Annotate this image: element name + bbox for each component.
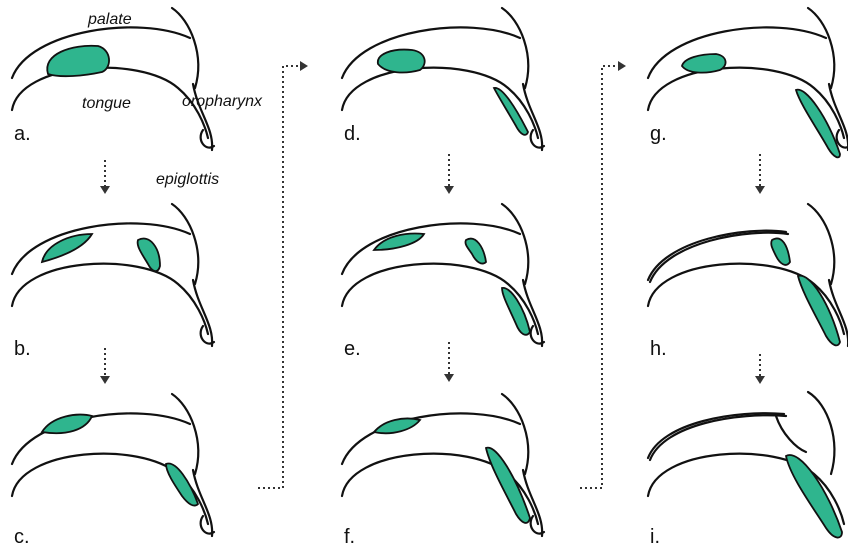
panel-f [342, 394, 544, 536]
panel-a [12, 8, 214, 150]
arrow-h-i [755, 354, 765, 384]
bolus-pharyngeal [771, 238, 790, 264]
panel-b [12, 204, 214, 346]
panel-g [648, 8, 848, 157]
panel-label-i: i. [650, 526, 660, 548]
bolus-oral [42, 234, 92, 262]
bolus-pharyngeal-lower [798, 276, 840, 346]
bolus-pharyngeal [138, 239, 160, 272]
bolus-oral [374, 419, 420, 434]
bolus-pharyngeal [494, 88, 528, 135]
bolus-oral [47, 46, 109, 76]
bolus-pharyngeal-lower [502, 288, 530, 335]
oropharynx-label: oropharynx [182, 93, 263, 110]
bolus-oral [378, 50, 425, 73]
panel-label-d: d. [344, 123, 361, 145]
panel-d [342, 8, 544, 150]
arrow-d-e [444, 154, 454, 194]
arrow-g-h [755, 154, 765, 194]
connector-c-d [258, 61, 308, 488]
panel-label-c: c. [14, 526, 30, 548]
panel-label-f: f. [344, 526, 355, 548]
epiglottis-label: epiglottis [156, 171, 219, 188]
arrow-e-f [444, 342, 454, 382]
arrow-a-b [100, 160, 110, 194]
panel-e [342, 204, 544, 346]
panel-i [648, 392, 844, 538]
panel-label-b: b. [14, 338, 31, 360]
panel-c [12, 394, 214, 536]
bolus-oral [374, 234, 424, 250]
bolus-pharyngeal [486, 448, 530, 523]
bolus-oral [42, 415, 92, 434]
bolus-oral [682, 54, 726, 73]
panel-label-h: h. [650, 338, 667, 360]
panel-h [648, 204, 848, 346]
connector-f-g [580, 61, 626, 488]
panel-label-a: a. [14, 123, 31, 145]
panel-label-e: e. [344, 338, 361, 360]
palate-label: palate [87, 11, 132, 28]
panel-label-g: g. [650, 123, 667, 145]
bolus-pharyngeal [465, 239, 486, 264]
tongue-label: tongue [82, 95, 131, 112]
arrow-b-c [100, 348, 110, 384]
